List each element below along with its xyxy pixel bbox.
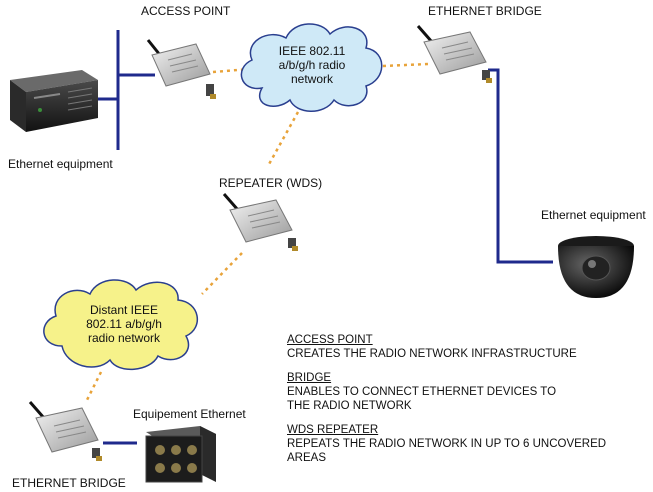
radio-cloud-to-bridge <box>382 62 429 68</box>
radio-distant-to-bridge <box>84 371 103 403</box>
main-cloud-text: IEEE 802.11 a/b/g/h radio network <box>262 44 362 86</box>
legend-bridge-desc-1: ENABLES TO CONNECT ETHERNET DEVICES TO <box>287 386 557 398</box>
main-cloud-line-3: network <box>290 72 334 86</box>
access-point-label: ACCESS POINT <box>141 4 231 18</box>
main-cloud-line-2: a/b/g/h radio <box>278 58 346 72</box>
legend-wds-desc-1: REPEATS THE RADIO NETWORK IN UP TO 6 UNC… <box>287 438 607 450</box>
repeater-label: REPEATER (WDS) <box>219 176 323 190</box>
wire-bridge-to-camera <box>488 68 553 264</box>
legend-bridge-desc-2: THE RADIO NETWORK <box>287 400 412 412</box>
distant-radio-cloud <box>43 279 199 371</box>
legend-access-point-desc: CREATES THE RADIO NETWORK INFRASTRUCTURE <box>287 348 577 360</box>
ethernet-equipment-right-label: Ethernet equipment <box>541 208 646 222</box>
dome-camera-icon <box>558 236 634 298</box>
ethernet-equipment-left-icon <box>10 70 98 132</box>
ethernet-bridge-top-device-icon <box>416 25 492 83</box>
access-point-device-icon <box>146 39 216 99</box>
ethernet-bridge-bottom-device-icon <box>28 401 102 461</box>
legend-wds-title: WDS REPEATER <box>287 424 379 436</box>
distant-cloud-line-3: radio network <box>87 331 161 345</box>
distant-cloud-line-1: Distant IEEE <box>89 303 159 317</box>
distant-cloud-text: Distant IEEE 802.11 a/b/g/h radio networ… <box>72 303 176 345</box>
legend: ACCESS POINT CREATES THE RADIO NETWORK I… <box>287 333 606 465</box>
legend-wds-desc-2: AREAS <box>287 452 326 464</box>
ethernet-bridge-top-label: ETHERNET BRIDGE <box>428 4 542 18</box>
radio-cloud-to-repeater <box>266 111 300 167</box>
repeater-device-icon <box>222 193 298 251</box>
ethernet-bridge-bottom-label: ETHERNET BRIDGE <box>12 476 126 490</box>
radio-repeater-to-distant <box>201 252 243 295</box>
equipement-ethernet-label: Equipement Ethernet <box>133 407 246 421</box>
main-cloud-line-1: IEEE 802.11 <box>278 44 346 58</box>
legend-access-point-title: ACCESS POINT <box>287 334 373 346</box>
main-radio-cloud <box>240 23 383 112</box>
equipement-ethernet-icon <box>145 426 216 483</box>
ethernet-equipment-left-label: Ethernet equipment <box>8 157 113 171</box>
legend-bridge-title: BRIDGE <box>287 372 332 384</box>
distant-cloud-line-2: 802.11 a/b/g/h <box>86 317 162 331</box>
